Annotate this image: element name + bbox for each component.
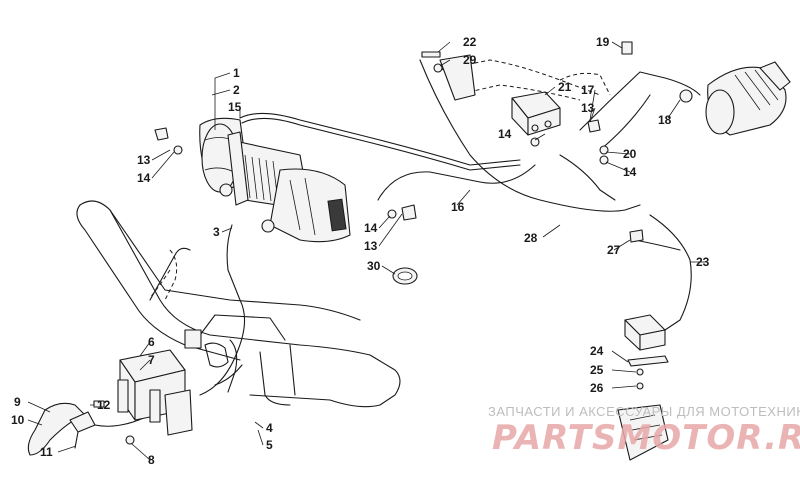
mounting-bracket xyxy=(439,54,611,101)
bumper-frame xyxy=(76,200,401,408)
contactor-assembly xyxy=(511,91,561,136)
hardware-items xyxy=(154,41,644,285)
starter-motor xyxy=(679,61,791,136)
callout-14-right: 14 xyxy=(623,165,637,179)
callout-30: 30 xyxy=(367,259,381,273)
winch-drum-coils xyxy=(244,154,279,203)
callout-25: 25 xyxy=(590,363,604,377)
callout-27: 27 xyxy=(607,243,621,257)
callout-19: 19 xyxy=(596,35,610,49)
callout-9: 9 xyxy=(14,395,21,409)
winch-label-plate xyxy=(327,198,347,232)
callout-1: 1 xyxy=(233,66,240,80)
watermark-caption: ЗАПЧАСТИ И АКСЕССУАРЫ ДЛЯ МОТОТЕХНИКИ xyxy=(488,404,800,419)
callout-13-mid: 13 xyxy=(364,239,378,253)
callout-6: 6 xyxy=(148,335,155,349)
callout-13-left: 13 xyxy=(137,153,151,167)
callout-11: 11 xyxy=(40,445,53,459)
callout-16: 16 xyxy=(451,200,465,214)
winch-assembly xyxy=(199,117,351,243)
leader-lines xyxy=(27,41,705,461)
callout-23: 23 xyxy=(696,255,710,269)
callout-2: 2 xyxy=(233,83,240,97)
callout-17: 17 xyxy=(581,83,595,97)
callout-26: 26 xyxy=(590,381,604,395)
handlebar-switch-assembly xyxy=(27,349,193,456)
callout-14-left: 14 xyxy=(137,171,151,185)
callout-15: 15 xyxy=(228,100,242,114)
callout-3: 3 xyxy=(213,225,220,239)
watermark-logo: PARTSMOTOR.RU xyxy=(492,418,800,458)
remote-switch-assembly xyxy=(617,314,669,461)
wiring-harness xyxy=(94,59,701,427)
callout-18: 18 xyxy=(658,113,672,127)
callout-10: 10 xyxy=(11,413,25,427)
callout-29: 29 xyxy=(463,53,477,67)
callout-14-center: 14 xyxy=(498,127,512,141)
callout-13-right: 13 xyxy=(581,101,595,115)
bumper-bracket-hole xyxy=(184,329,202,349)
callout-7: 7 xyxy=(148,353,155,367)
callout-8: 8 xyxy=(148,453,155,467)
callout-5: 5 xyxy=(266,438,273,452)
callout-28: 28 xyxy=(524,231,538,245)
callout-21: 21 xyxy=(558,80,572,94)
callout-12: 12 xyxy=(97,398,111,412)
callout-20: 20 xyxy=(623,147,637,161)
callout-22: 22 xyxy=(463,35,477,49)
callout-24: 24 xyxy=(590,344,604,358)
callout-labels: 1 2 15 13 14 3 4 5 6 7 8 9 10 11 12 14 1… xyxy=(11,35,710,467)
callout-14-mid: 14 xyxy=(364,221,378,235)
callout-4: 4 xyxy=(266,421,273,435)
